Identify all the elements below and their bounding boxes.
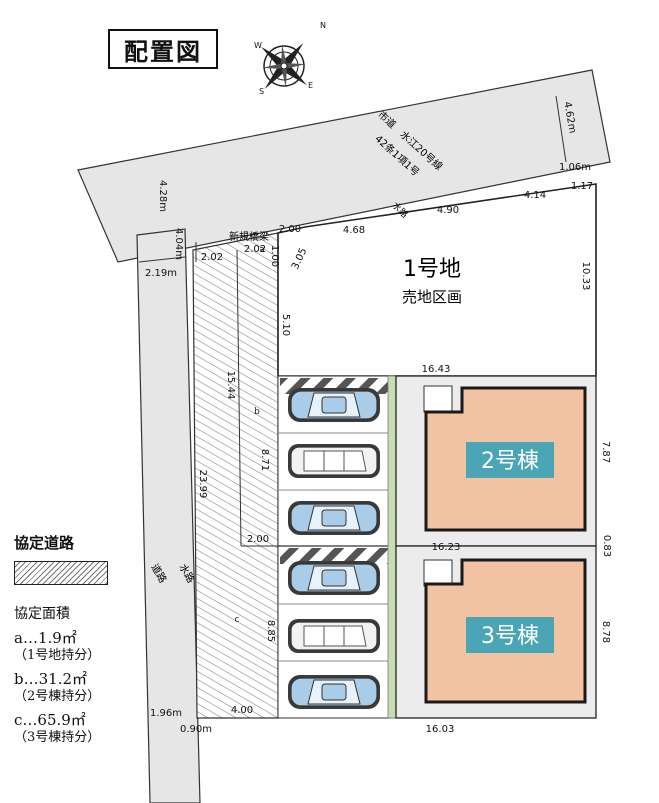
page-title: 配置図 — [108, 29, 218, 69]
dim-4-90: 4.90 — [437, 205, 459, 216]
dim-4-28: 4.28m — [157, 180, 168, 212]
dim-4-62: 4.62m — [561, 101, 577, 134]
compass-west: W — [254, 41, 262, 50]
building-3-label: 3号棟 — [481, 624, 539, 649]
legend-item: b…31.2㎡ （2号棟持分） — [14, 670, 144, 705]
dim-1-17: 1.17 — [571, 181, 593, 192]
legend-area-b: b…31.2㎡ — [14, 670, 88, 688]
dim-2-19: 2.19m — [145, 268, 177, 279]
dim-16-03: 16.03 — [426, 724, 455, 735]
legend-swatch — [14, 561, 108, 585]
lot-1-name: 1号地 — [403, 257, 461, 282]
car-6 — [287, 674, 381, 710]
dim-0-90: 0.90m — [180, 724, 212, 735]
dim-5-10: 5.10 — [280, 314, 291, 336]
dim-0-83: 0.83 — [601, 535, 612, 557]
dim-2-00-mid: 2.00 — [247, 534, 269, 545]
area-marker-c: c — [235, 615, 240, 625]
car-3 — [287, 500, 381, 536]
compass-rose — [261, 43, 307, 89]
legend-share-b: （2号棟持分） — [14, 689, 101, 704]
dim-4-00: 4.00 — [231, 705, 253, 716]
legend: 協定道路 協定面積 a…1.9㎡ （1号地持分） b…31.2㎡ （2号棟持分）… — [14, 532, 144, 752]
area-marker-a: a — [259, 245, 265, 255]
legend-area-title: 協定面積 — [14, 606, 70, 622]
dim-2-00-top: 2.00 — [279, 224, 301, 235]
building-3-label-bg — [466, 617, 554, 653]
dim-15-44: 15.44 — [225, 371, 236, 400]
dim-8-85: 8.85 — [265, 620, 276, 642]
car-4 — [287, 560, 381, 596]
dim-16-23: 16.23 — [432, 542, 461, 553]
legend-item: a…1.9㎡ （1号地持分） — [14, 629, 144, 664]
compass-south: S — [259, 87, 264, 96]
legend-share-a: （1号地持分） — [14, 648, 101, 663]
dim-4-68: 4.68 — [343, 225, 365, 236]
dim-10-33: 10.33 — [580, 262, 591, 291]
dim-1-06: 1.06m — [559, 162, 591, 173]
dim-2-02-b: 2.02 — [244, 244, 266, 255]
dim-23-99: 23.99 — [197, 470, 208, 499]
entry-step — [423, 385, 453, 413]
area-marker-b: b — [254, 407, 260, 417]
agreement-road-inner-line — [236, 249, 242, 547]
parking-stripe — [280, 548, 390, 564]
dim-1-96: 1.96m — [150, 708, 182, 719]
main-road — [77, 69, 611, 263]
legend-title: 協定道路 — [14, 534, 75, 552]
side-road — [136, 228, 201, 803]
side-road-edge — [138, 256, 186, 263]
building-2-label: 2号棟 — [481, 449, 539, 474]
new-bridge-label: 新規橋梁 — [229, 230, 269, 243]
dim-8-78: 8.78 — [600, 621, 611, 643]
dim-16-43: 16.43 — [422, 364, 451, 375]
dim-8-71: 8.71 — [259, 449, 270, 471]
compass-north: N — [320, 21, 326, 30]
lot-1 — [277, 183, 597, 377]
legend-item: c…65.9㎡ （3号棟持分） — [14, 711, 144, 746]
dim-7-87: 7.87 — [600, 441, 611, 463]
legend-area-a: a…1.9㎡ — [14, 629, 77, 647]
dim-4-14: 4.14 — [524, 190, 546, 201]
lot-1-subtitle: 売地区画 — [402, 288, 462, 306]
dim-2-02-a: 2.02 — [201, 252, 223, 263]
building-2-label-bg — [466, 442, 554, 478]
entry-step — [423, 559, 453, 587]
car-5 — [287, 618, 381, 654]
car-2 — [287, 443, 381, 479]
dim-1-00: 1.00 — [269, 245, 280, 267]
legend-share-c: （3号棟持分） — [14, 730, 101, 745]
compass-east: E — [308, 81, 313, 90]
parking-area — [277, 375, 397, 719]
car-1 — [287, 387, 381, 423]
dim-4-04: 4.04m — [173, 228, 184, 260]
legend-area-c: c…65.9㎡ — [14, 711, 86, 729]
